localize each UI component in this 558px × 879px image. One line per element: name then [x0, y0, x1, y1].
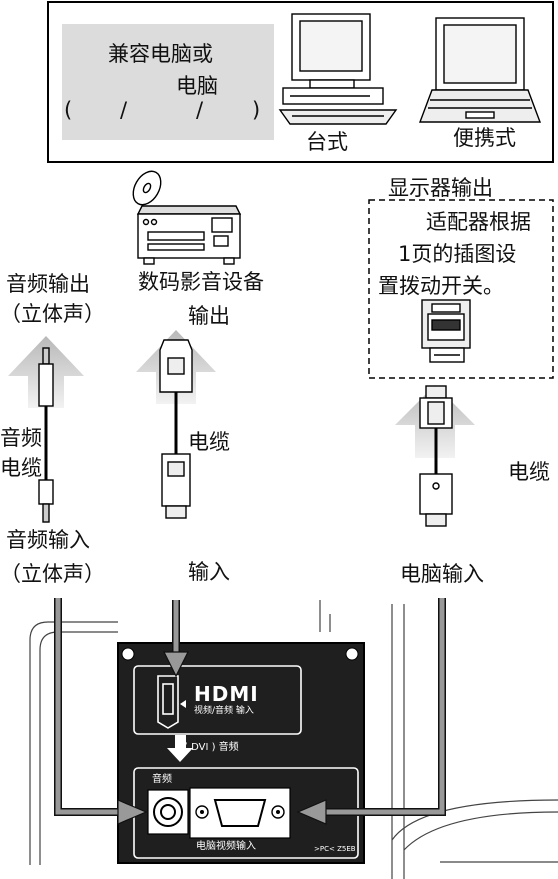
audio-connection-arrow [54, 598, 148, 825]
desktop-label: 台式 [306, 130, 348, 154]
adapter-note-3: 置拨动开关。 [378, 274, 504, 298]
adapter-note-1: 适配器根据 [426, 210, 531, 234]
hdmi-cable-icon [159, 339, 193, 519]
dvi-adapter-icon [421, 299, 471, 363]
pc-video-input-label: 电脑视频输入 [196, 841, 256, 852]
av-output-label: 输出 [188, 304, 230, 328]
audio-out-stereo-label: （立体声） [0, 302, 105, 326]
audio-cable-icon [38, 347, 54, 523]
slash-2: / [196, 98, 204, 122]
audio-out-label: 音频输出 [6, 272, 90, 296]
disc-icon [132, 170, 162, 206]
audio-in-label: 音频输入 [6, 528, 90, 552]
slash-1: / [120, 98, 128, 122]
hdmi-port-box [133, 665, 302, 735]
hdmi-cable-label: 电缆 [188, 430, 230, 454]
audio-in-stereo-label: （立体声） [0, 562, 105, 586]
dsub-port-icon [189, 787, 291, 839]
adapter-note-2: 1页的插图设 [398, 242, 517, 266]
laptop-computer-icon [418, 17, 542, 123]
dsub-cable-icon [419, 385, 453, 527]
pc-connection-arrow [296, 598, 446, 825]
hdmi-input-label: 输入 [188, 560, 230, 584]
hdmi-port-sub-label: 视频/音频 输入 [194, 706, 254, 716]
av-player-icon [136, 205, 242, 265]
model-label: >PC< Z5EB [314, 845, 356, 853]
compatible-pc-panel [62, 24, 274, 140]
av-device-label: 数码影音设备 [138, 270, 264, 294]
desktop-computer-icon [278, 13, 398, 125]
laptop-label: 便携式 [453, 126, 516, 150]
hdmi-port-icon [157, 675, 179, 729]
pc-input-label: 电脑输入 [400, 562, 484, 586]
audio-cable-label: 音频 [0, 426, 42, 450]
display-output-label: 显示器输出 [388, 176, 493, 200]
hdmi-connection-arrow [163, 600, 189, 678]
dvi-audio-label: ( DVI ) 音频 [184, 742, 239, 753]
hdmi-pointer-icon [180, 700, 186, 708]
audio-cable-label-2: 电缆 [0, 456, 42, 480]
internal-down-arrow [167, 735, 193, 762]
pc-cable-label: 电缆 [508, 460, 550, 484]
adapter-frame [368, 199, 554, 379]
paren-open: ( [64, 98, 73, 122]
hdmi-logo: HDMI [194, 682, 259, 706]
paren-close: ) [252, 98, 261, 122]
audio-jack-label: 音频 [152, 774, 172, 785]
compatible-pc-label-2: 电脑 [176, 74, 218, 98]
compatible-pc-label: 兼容电脑或 [108, 42, 213, 66]
audio-jack-icon [147, 789, 189, 835]
